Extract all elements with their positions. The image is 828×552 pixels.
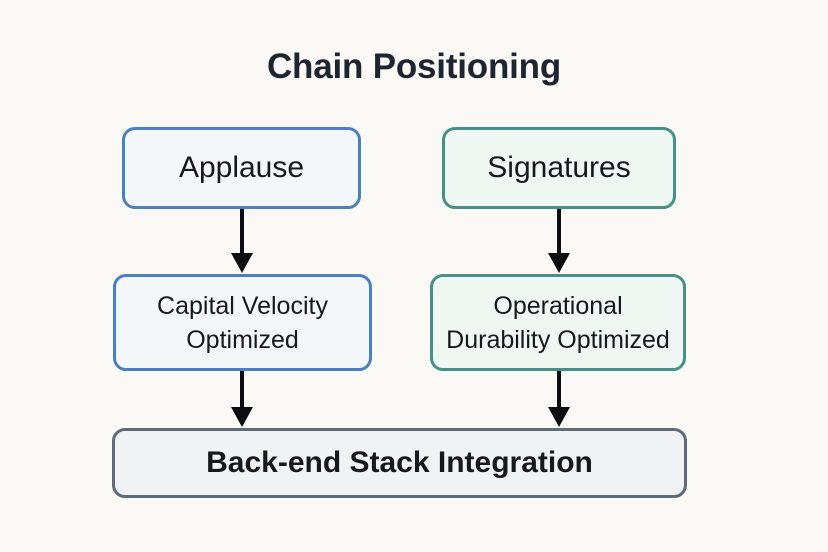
node-signatures-label: Signatures	[487, 151, 631, 184]
edge-capital-velocity-to-backend-stack	[231, 371, 253, 427]
node-applause-label: Applause	[178, 151, 305, 184]
node-operational-durability-optimized-label: Operational Durability Optimized	[446, 291, 670, 354]
node-operational-durability-optimized[interactable]: Operational Durability Optimized	[430, 274, 686, 371]
node-capital-velocity-optimized-label: Capital Velocity Optimized	[157, 291, 328, 354]
edge-operational-durability-to-backend-stack	[548, 371, 570, 427]
node-signatures[interactable]: Signatures	[442, 127, 676, 209]
node-capital-velocity-optimized[interactable]: Capital Velocity Optimized	[113, 274, 372, 371]
node-backend-stack-integration-label: Back-end Stack Integration	[206, 446, 593, 479]
node-applause[interactable]: Applause	[122, 127, 361, 209]
page-title: Chain Positioning	[266, 47, 562, 86]
edge-signatures-to-operational-durability	[548, 209, 570, 273]
edge-applause-to-capital-velocity	[231, 209, 253, 273]
node-backend-stack-integration[interactable]: Back-end Stack Integration	[112, 428, 687, 498]
